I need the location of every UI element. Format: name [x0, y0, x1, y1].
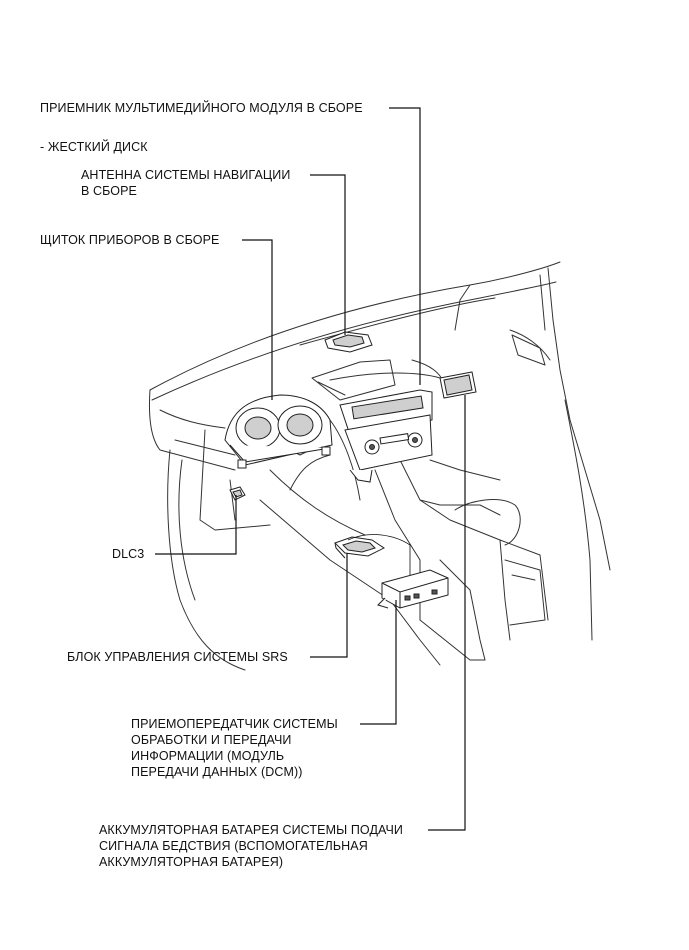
label-multimedia-receiver: ПРИЕМНИК МУЛЬТИМЕДИЙНОГО МОДУЛЯ В СБОРЕ: [40, 101, 363, 115]
leader-lines: [155, 107, 466, 831]
label-dlc3: DLC3: [112, 547, 145, 561]
label-battery-3: АККУМУЛЯТОРНАЯ БАТАРЕЯ): [99, 855, 284, 869]
navigation-antenna: [324, 331, 373, 353]
label-nav-antenna-1: АНТЕННА СИСТЕМЫ НАВИГАЦИИ: [81, 168, 291, 182]
label-nav-antenna-2: В СБОРЕ: [81, 184, 137, 198]
label-dcm-2: ОБРАБОТКИ И ПЕРЕДАЧИ: [131, 733, 292, 747]
label-battery-1: АККУМУЛЯТОРНАЯ БАТАРЕЯ СИСТЕМЫ ПОДАЧИ: [99, 823, 403, 837]
label-hard-disk: - ЖЕСТКИЙ ДИСК: [40, 140, 148, 154]
label-instrument-cluster: ЩИТОК ПРИБОРОВ В СБОРЕ: [40, 233, 220, 247]
dlc3-connector: [229, 486, 246, 501]
multimedia-receiver: [339, 389, 433, 483]
dcm-unit: [377, 569, 449, 609]
label-srs-unit: БЛОК УПРАВЛЕНИЯ СИСТЕМЫ SRS: [67, 650, 288, 664]
label-dcm-4: ПЕРЕДАЧИ ДАННЫХ (DCM)): [131, 765, 303, 779]
hard-disk: [439, 371, 477, 399]
label-dcm-1: ПРИЕМОПЕРЕДАТЧИК СИСТЕМЫ: [131, 717, 338, 731]
label-battery-2: СИГНАЛА БЕДСТВИЯ (ВСПОМОГАТЕЛЬНАЯ: [99, 839, 368, 853]
srs-control-unit: [334, 536, 385, 559]
label-dcm-3: ИНФОРМАЦИИ (МОДУЛЬ: [131, 749, 285, 763]
instrument-cluster: [224, 394, 333, 469]
